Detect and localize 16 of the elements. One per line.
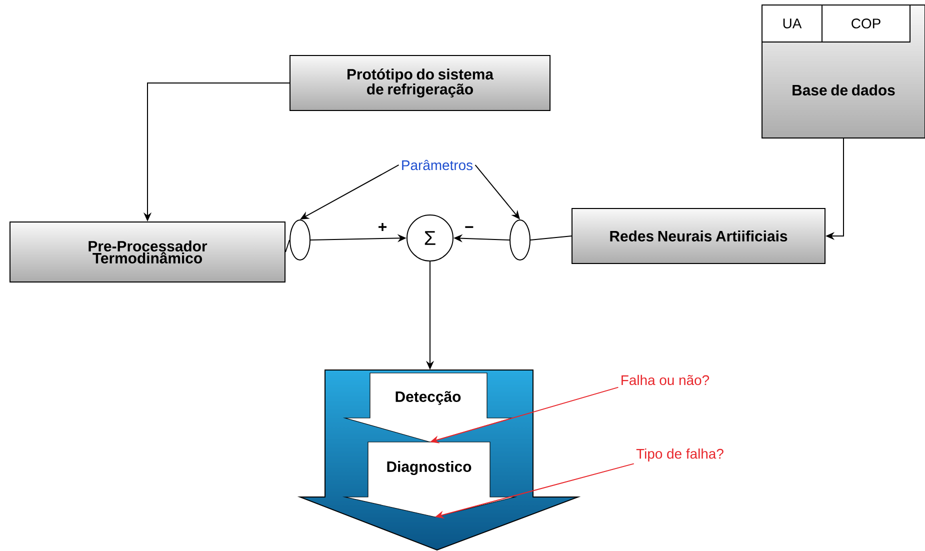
ellipse-symbol (290, 220, 310, 260)
process-box: Pre-Processador Termodinâmico (10, 222, 286, 282)
process-box: Redes Neurais Artiificiais (572, 208, 826, 264)
arrow (474, 164, 520, 220)
parameter-label: Parâmetros (402, 160, 473, 170)
table-cell: COP (822, 4, 910, 42)
ellipse-symbol (510, 220, 530, 260)
process-box: Protótipo do sistema de refrigeração (290, 55, 550, 111)
edge-label: + (376, 222, 388, 234)
callout-text: Falha ou não? (622, 374, 710, 386)
arrow-step: Detecção (342, 372, 514, 442)
callout-text: Tipo de falha? (636, 448, 724, 462)
table-cell: UA (762, 4, 822, 42)
summing-junction: Σ (406, 214, 454, 262)
arrow-step: Diagnostico (342, 442, 518, 518)
edge-label: − (464, 225, 475, 234)
